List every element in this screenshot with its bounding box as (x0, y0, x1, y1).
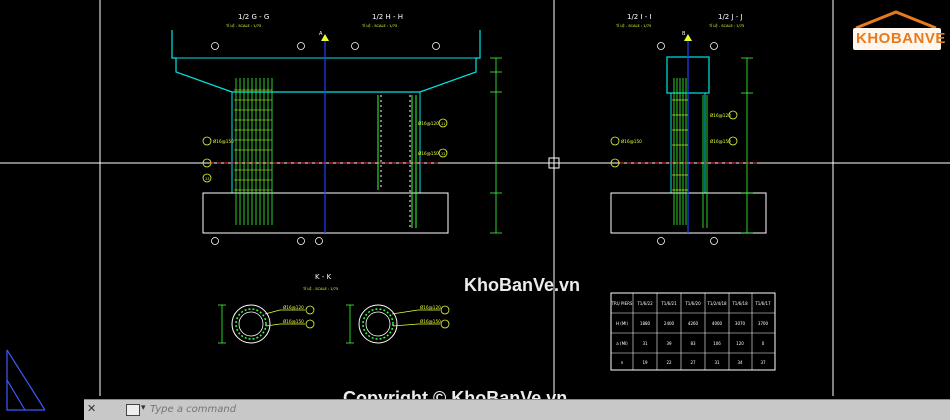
table-cell: a (Ml) (616, 341, 628, 346)
command-history-icon[interactable] (126, 404, 140, 416)
callout-number-13: 13 (205, 177, 209, 181)
table-cell: 120 (736, 341, 744, 346)
table-cell: 27 (690, 360, 696, 365)
callout-text-kk-1: Ø16@120 (283, 305, 304, 310)
table-cell: 106 (713, 341, 721, 346)
table-cell: 19 (642, 360, 648, 365)
table-header-cell: T1/6/18 (731, 301, 748, 306)
table-cell: 39 (666, 341, 672, 346)
callout-text-kk-4: Ø16@150 (420, 319, 441, 324)
khobanve-logo (850, 10, 942, 58)
table-header-cell: T1/6/21 (660, 301, 677, 306)
table-header-cell: T1/2/4/18 (706, 301, 727, 306)
table-cell: H (Ml) (616, 321, 628, 326)
table-cell: 83 (690, 341, 696, 346)
section-hh-title: 1/2 H - H (372, 13, 403, 21)
section-kk-title: K - K (315, 273, 332, 281)
viewport-frame (99, 0, 834, 396)
watermark-center: KhoBanVe.vn (464, 275, 581, 295)
section-ii-title: 1/2 I - I (627, 13, 652, 21)
callout-text-jj-2: Ø16@150 (710, 139, 731, 144)
section-gg-title: 1/2 G - G (238, 13, 269, 21)
table-cell: 3700 (758, 321, 769, 326)
table-header-cell: T1/6/22 (636, 301, 653, 306)
table-cell: n (621, 360, 624, 365)
table-cell: 0 (762, 341, 765, 346)
command-input[interactable] (150, 402, 850, 417)
callout-text-kk-2: Ø16@150 (283, 319, 304, 324)
table-cell: 4260 (688, 321, 699, 326)
close-icon[interactable]: ✕ (87, 402, 97, 415)
table-cell: 31 (714, 360, 720, 365)
section-jj-scale: TỈ LỆ - SCALE : 1/75 (708, 23, 744, 28)
callout-text-jj-1: Ø16@120 (710, 113, 731, 118)
callout-text-kk-3: Ø16@120 (420, 305, 441, 310)
callout-text-hh-2: Ø16@150 (418, 151, 439, 156)
callout-bubbles (202, 110, 738, 329)
section-markers (211, 34, 718, 245)
table-header-cell: T1/6/17 (754, 301, 771, 306)
section-kk-scale: TỈ LỆ - SCALE : 1/75 (302, 286, 338, 291)
pier-gh-elevation (171, 30, 502, 234)
section-ii-scale: TỈ LỆ - SCALE : 1/75 (615, 23, 651, 28)
table-cell: 37 (760, 360, 766, 365)
table-cell: 3070 (735, 321, 746, 326)
logo-text: KHOBANVE (856, 30, 946, 47)
table-cell: 2400 (664, 321, 675, 326)
table-header-cell: TRỤ PIERS (611, 301, 633, 306)
callout-text-hh-1: Ø16@120 (418, 121, 439, 126)
callout-number-12: 12 (441, 152, 445, 156)
table-cell: 22 (666, 360, 672, 365)
command-line-bar: ✕ ▾ (84, 399, 950, 420)
marker-label-a: A (319, 31, 323, 37)
table-cell: 31 (642, 341, 648, 346)
pier-ij-elevation (610, 40, 767, 234)
callout-text-gg-1: Ø16@150 (213, 139, 234, 144)
callout-text-ii-1: Ø16@150 (621, 139, 642, 144)
table-cell: 34 (737, 360, 743, 365)
section-jj-title: 1/2 J - J (718, 13, 743, 21)
section-hh-scale: TỈ LỆ - SCALE : 1/75 (361, 23, 397, 28)
table-cell: 4000 (712, 321, 723, 326)
callout-number-11: 11 (441, 122, 445, 126)
table-cell: 1880 (640, 321, 651, 326)
section-kk-circles (218, 304, 440, 344)
marker-label-b: B (682, 31, 686, 37)
ucs-icon (6, 349, 46, 411)
section-gg-scale: TỈ LỆ - SCALE : 1/75 (225, 23, 261, 28)
table-header-cell: T1/6/20 (684, 301, 701, 306)
chevron-down-icon[interactable]: ▾ (141, 403, 146, 413)
